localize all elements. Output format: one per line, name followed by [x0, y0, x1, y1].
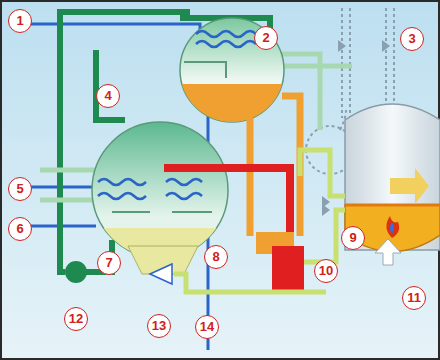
callout-number: 13 — [147, 314, 171, 338]
callout-number: 5 — [8, 177, 32, 201]
callout-number: 2 — [254, 26, 278, 50]
callout-number: 9 — [341, 226, 365, 250]
callout-number: 4 — [96, 84, 120, 108]
callout-number: 1 — [8, 9, 32, 33]
callout-number: 3 — [400, 27, 424, 51]
callout-number: 6 — [8, 217, 32, 241]
callout-number: 10 — [314, 259, 338, 283]
callout-number: 11 — [402, 286, 426, 310]
callout-number: 14 — [195, 315, 219, 339]
callout-number: 12 — [64, 307, 88, 331]
callout-number: 8 — [204, 245, 228, 269]
callout-number: 7 — [97, 251, 121, 275]
